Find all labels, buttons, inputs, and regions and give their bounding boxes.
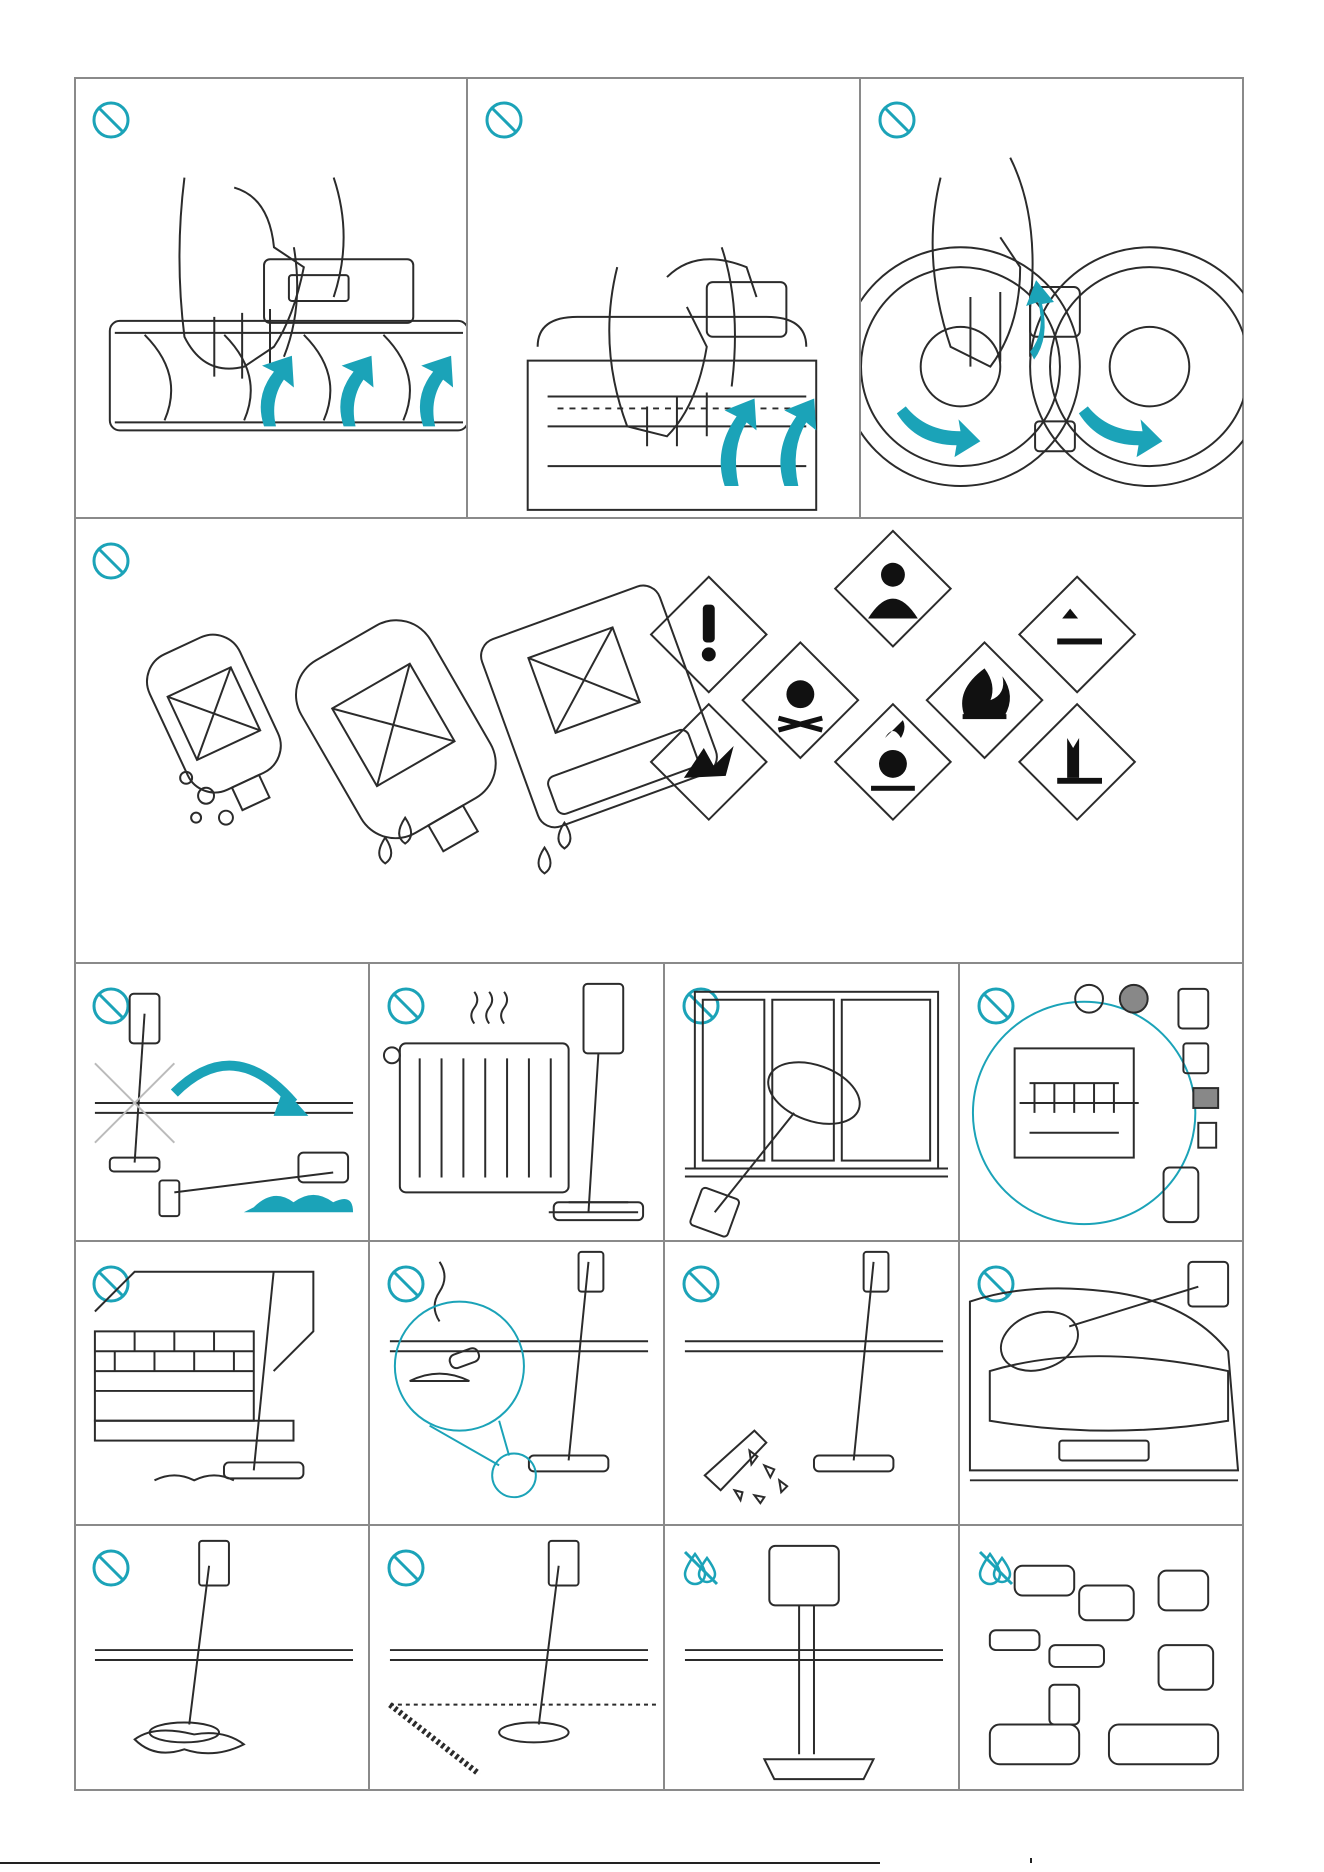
stand-illustration [665, 1526, 958, 1790]
broken-glass-illustration [665, 1242, 958, 1524]
panel-chemicals-hazards [74, 518, 1244, 963]
panel-near-radiator [369, 963, 664, 1241]
falling-vacuum-illustration [75, 964, 368, 1240]
brush-roll-illustration [75, 78, 466, 517]
chemicals-illustration [75, 519, 1243, 962]
panel-brush-bar-hand [467, 77, 860, 518]
radiator-illustration [370, 964, 663, 1240]
panel-dishwasher-parts [959, 963, 1244, 1241]
panel-mop-pads-hand [860, 77, 1244, 518]
dishwasher-illustration [960, 964, 1243, 1240]
panel-stand-no-water [664, 1525, 959, 1791]
window-illustration [665, 964, 958, 1240]
footer-rule [0, 1862, 880, 1864]
footer-mark [1030, 1858, 1032, 1863]
panel-falling-vacuum [74, 963, 369, 1241]
wet-floor-edge-illustration [370, 1526, 663, 1790]
fireplace-illustration [75, 1242, 368, 1524]
car-illustration [960, 1242, 1243, 1524]
panel-car-cleaning [959, 1241, 1244, 1525]
accessories-illustration [960, 1526, 1243, 1790]
panel-wet-floor-edge [369, 1525, 664, 1791]
mop-pads-illustration [861, 78, 1243, 517]
panel-liquid-spill [74, 1525, 369, 1791]
panel-broken-glass [664, 1241, 959, 1525]
panel-cleaning-window [664, 963, 959, 1241]
panel-fireplace-ash [74, 1241, 369, 1525]
liquid-spill-illustration [75, 1526, 368, 1790]
cigarette-illustration [370, 1242, 663, 1524]
panel-brush-roll-hand [74, 77, 467, 518]
panel-accessories-no-water [959, 1525, 1244, 1791]
brush-bar-illustration [468, 78, 859, 517]
panel-cigarette-butts [369, 1241, 664, 1525]
